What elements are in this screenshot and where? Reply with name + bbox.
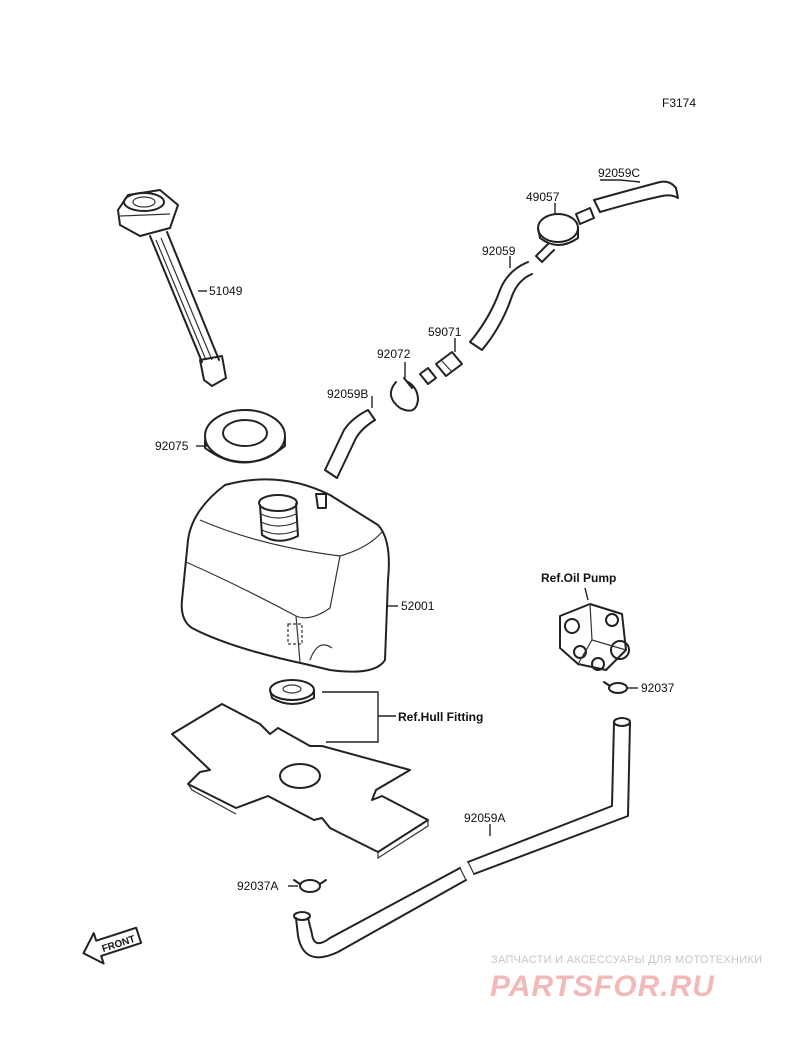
label-52001: 52001 xyxy=(401,599,435,613)
label-92075: 92075 xyxy=(155,439,189,453)
hose-92059c xyxy=(593,180,679,213)
clamp-92072 xyxy=(389,377,419,412)
ref-oil-pump: Ref.Oil Pump xyxy=(541,571,616,585)
label-49057: 49057 xyxy=(526,190,560,204)
mounting-plate xyxy=(171,703,429,860)
label-92059b: 92059B xyxy=(327,387,368,401)
label-51049: 51049 xyxy=(209,284,243,298)
hose-92059 xyxy=(469,261,533,351)
label-92059a: 92059A xyxy=(464,811,505,825)
hose-92059b xyxy=(324,409,376,479)
label-59071: 59071 xyxy=(428,325,462,339)
ref-hull-fitting: Ref.Hull Fitting xyxy=(398,710,483,724)
label-92072: 92072 xyxy=(377,347,411,361)
front-arrow-icon: FRONT xyxy=(82,926,143,965)
label-92037a: 92037A xyxy=(237,879,278,893)
label-92059: 92059 xyxy=(482,244,516,258)
hull-fitting-grommet xyxy=(269,679,315,705)
check-valve-49057 xyxy=(535,207,595,263)
filler-cap-with-tube xyxy=(117,189,227,387)
label-92037: 92037 xyxy=(641,681,675,695)
grommet-ring xyxy=(204,409,286,464)
watermark-logo: PARTSFOR.RU xyxy=(490,970,715,1003)
clip-92037a xyxy=(293,879,327,893)
clip-92037 xyxy=(603,681,628,694)
figure-id: F3174 xyxy=(662,96,696,110)
watermark-tagline: ЗАПЧАСТИ И АКСЕССУАРЫ ДЛЯ МОТОТЕХНИКИ xyxy=(491,954,762,966)
joint-59071 xyxy=(419,351,463,385)
hose-92059a xyxy=(293,717,631,959)
oil-tank xyxy=(180,478,390,673)
label-92059c: 92059C xyxy=(598,166,640,180)
oil-pump xyxy=(559,603,630,671)
